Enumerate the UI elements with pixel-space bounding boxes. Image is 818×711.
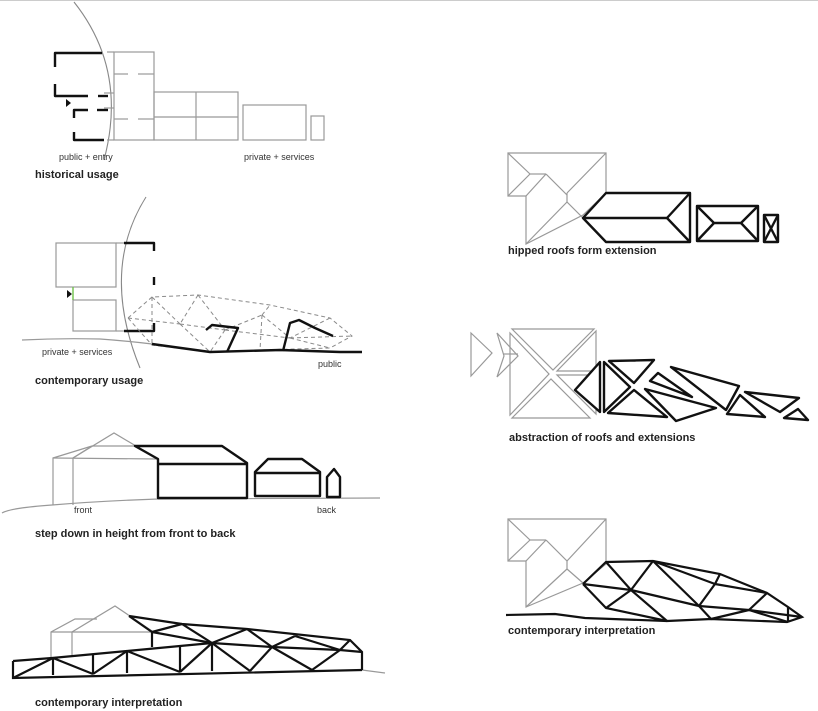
private-room-1 [55, 242, 117, 288]
top-border [0, 0, 818, 1]
label-front: front [74, 505, 93, 515]
contemporary-interpretation-plan [505, 518, 805, 624]
caption-contemporary-interpretation-plan: contemporary interpretation [508, 625, 656, 637]
truss-plan [505, 559, 805, 624]
caption-abstraction: abstraction of roofs and extensions [509, 432, 696, 444]
entry-arrow-icon [66, 99, 71, 107]
step-down-elevation [1, 432, 381, 514]
label-private-services: private + services [244, 152, 315, 162]
public-wall-top [53, 51, 102, 67]
room-block-3 [242, 104, 307, 141]
block-small [325, 467, 342, 499]
caption-hipped-roofs: hipped roofs form extension [508, 245, 657, 257]
site-boundary-arc-2 [120, 196, 147, 369]
label-private-services-2: private + services [42, 347, 113, 357]
label-public-entry: public + entry [59, 152, 113, 162]
caption-historical-usage: historical usage [35, 169, 119, 181]
historical-usage-plan [53, 1, 325, 161]
caption-step-down: step down in height from front to back [35, 528, 236, 540]
caption-contemporary-interpretation-elevation: contemporary interpretation [35, 697, 183, 709]
dashed-canopy [127, 294, 353, 353]
private-room-2 [72, 299, 117, 332]
ground-line [1, 498, 159, 514]
contemporary-interpretation-elevation [11, 605, 386, 680]
entry-arrow-icon [67, 290, 72, 298]
truss-structure [11, 614, 364, 680]
label-public: public [318, 359, 342, 369]
ground-line [21, 338, 153, 345]
abstract-triangles [573, 358, 810, 423]
site-boundary-arc [73, 1, 112, 161]
public-wall-2 [281, 318, 334, 352]
room-block-4 [310, 115, 325, 141]
caption-contemporary-usage: contemporary usage [35, 375, 144, 387]
hipped-roofs-plan [507, 152, 780, 245]
block-medium [253, 457, 322, 498]
abstraction-plan [470, 328, 810, 423]
block-large [133, 444, 249, 500]
contemporary-usage-plan [21, 196, 362, 369]
public-ground-wall [151, 342, 362, 354]
label-back: back [317, 505, 337, 515]
public-wall-mid [53, 84, 88, 98]
room-block-1 [113, 51, 155, 141]
public-wall-1 [205, 323, 240, 353]
